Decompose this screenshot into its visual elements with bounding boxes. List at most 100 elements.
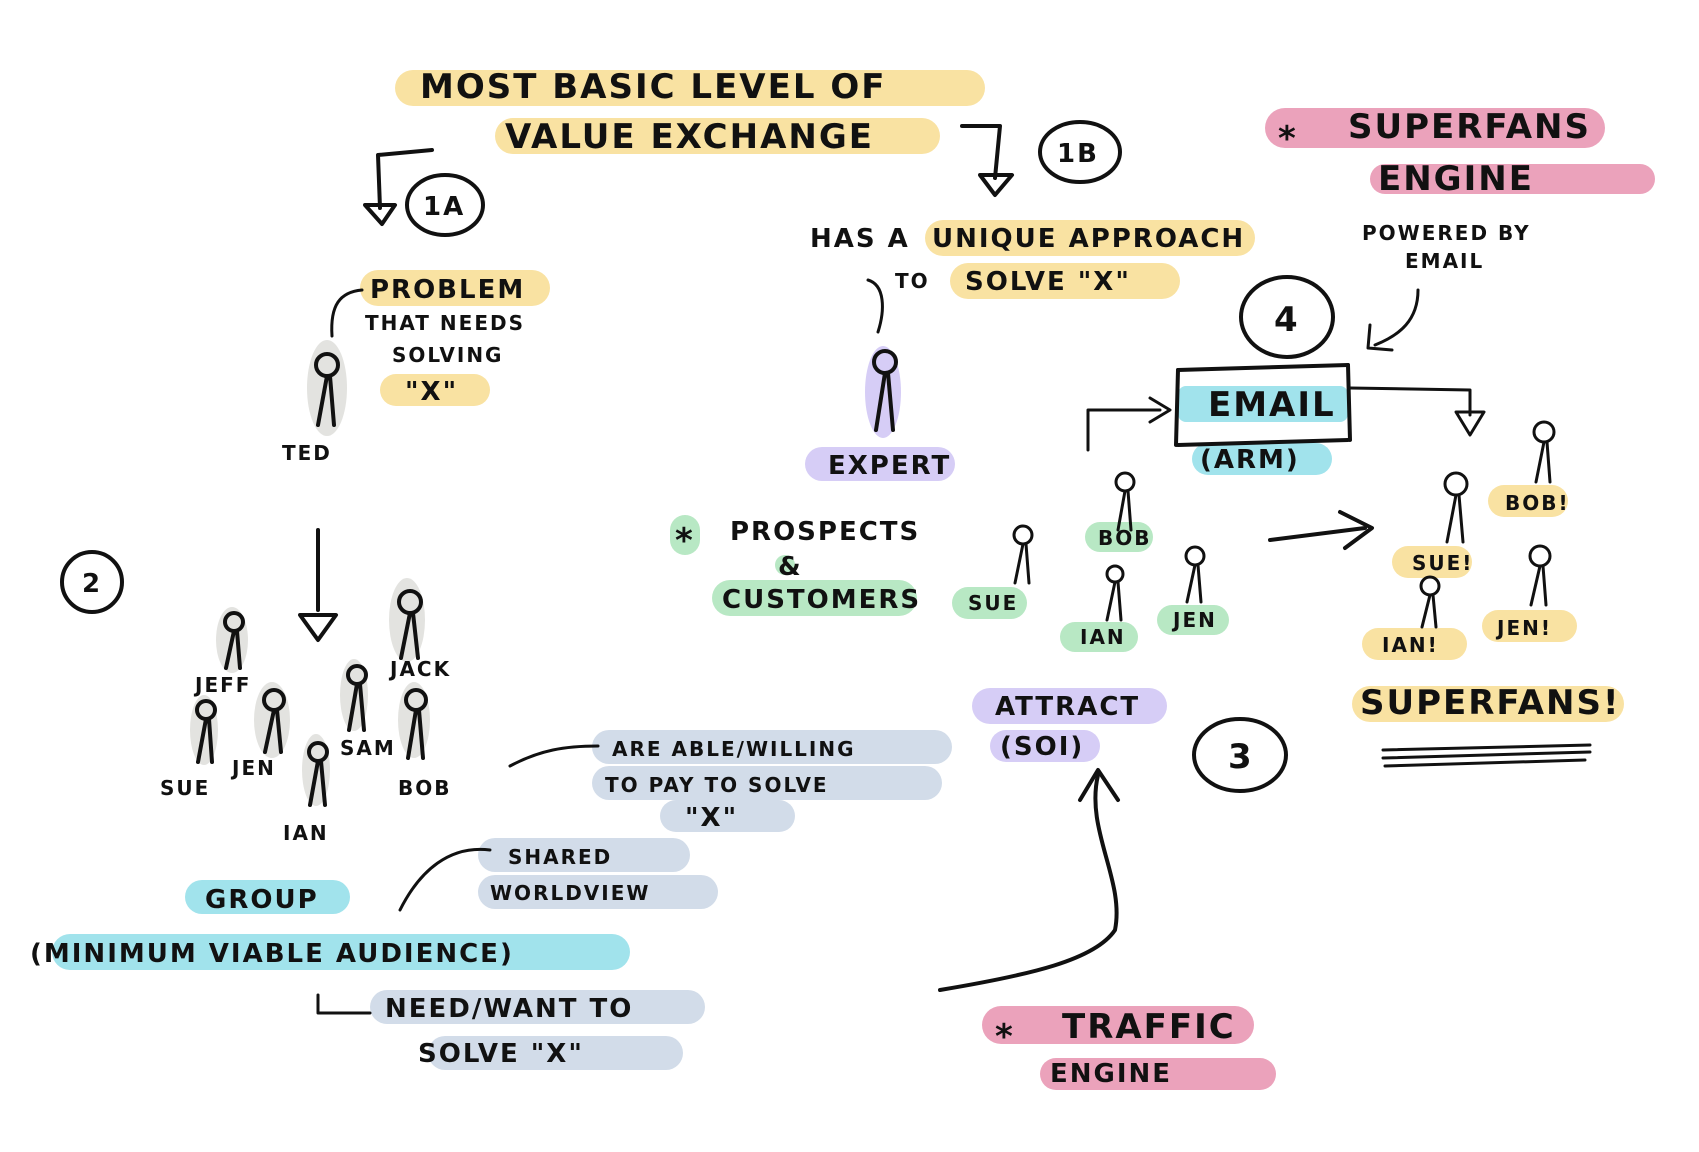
email-label: EMAIL: [1208, 385, 1336, 425]
powered-email-label: EMAIL: [1405, 249, 1484, 273]
arrow-to-superfans-icon: [1268, 526, 1367, 542]
powered-arrow-head-icon: [1366, 323, 1394, 352]
traffic-star-icon: *: [995, 1017, 1015, 1057]
step-4-label: 4: [1274, 300, 1300, 340]
step-3-badge: 3: [1192, 717, 1288, 793]
problem-line-2: THAT NEEDS: [365, 311, 525, 335]
jack-figure-icon: [397, 589, 423, 660]
able-highlight-3: [660, 800, 795, 832]
powered-by-label: POWERED BY: [1362, 221, 1531, 245]
ted-figure-icon: [314, 352, 340, 427]
arm-highlight: [1192, 443, 1332, 475]
bobfan-highlight: [1488, 485, 1568, 517]
superfans-underline: [1381, 743, 1592, 768]
arrow-to-group-head-icon: [298, 613, 338, 642]
superfans-label: SUPERFANS!: [1360, 683, 1621, 723]
prospects-star-icon: *: [675, 521, 695, 561]
ted-callout-line: [330, 288, 364, 338]
traffic-highlight-2: [1040, 1058, 1276, 1090]
superfans-engine-label-1: SUPERFANS: [1348, 107, 1591, 147]
expert-callout-line: [866, 278, 884, 334]
expert-figure-icon: [872, 349, 898, 432]
ted-label: TED: [282, 441, 332, 465]
prospect-jen-label: JEN: [1171, 608, 1217, 632]
sue-tag-highlight: [952, 587, 1027, 619]
step-1b-badge: 1B: [1038, 120, 1122, 184]
problem-x: "X": [405, 377, 458, 407]
need-highlight-2: [428, 1036, 683, 1070]
prospects-highlight-1: [670, 515, 700, 555]
jeff-label: JEFF: [193, 673, 251, 697]
arrow-to-superfans-head-icon: [1338, 510, 1374, 550]
problem-line-3: SOLVING: [392, 343, 503, 367]
title-highlight-1: [395, 70, 985, 106]
prospect-ian-label: IAN: [1080, 625, 1126, 649]
soi-highlight: [990, 730, 1100, 762]
step-2-label: 2: [82, 569, 102, 599]
step-1b-label: 1B: [1057, 139, 1099, 169]
title-line-1: MOST BASIC LEVEL OF: [420, 67, 886, 107]
prospects-highlight-3: [712, 580, 917, 616]
title-highlight-2: [495, 118, 940, 154]
prospect-sue-figure-icon: [1012, 524, 1034, 585]
fan-ian-label: IAN!: [1382, 633, 1439, 657]
superfans-engine-highlight-2: [1370, 164, 1655, 194]
shared-label-1: SHARED: [508, 845, 612, 869]
fan-sue-label: SUE!: [1412, 551, 1473, 575]
soi-label: (SOI): [1000, 732, 1084, 762]
prospect-ian-figure-icon: [1105, 564, 1125, 622]
step-1a-label: 1A: [423, 192, 465, 222]
ianfan-highlight: [1362, 628, 1467, 660]
step-4-badge: 4: [1239, 275, 1335, 359]
traffic-label-2: ENGINE: [1050, 1059, 1172, 1089]
fan-jen-figure-icon: [1528, 544, 1552, 607]
traffic-to-attract-arrow-icon: [938, 773, 1119, 992]
shared-highlight-1: [478, 838, 690, 872]
sam-label: SAM: [340, 736, 396, 760]
jeff-figure-icon: [223, 611, 245, 670]
step-2-badge: 2: [60, 550, 124, 614]
superfans-engine-label-2: ENGINE: [1378, 159, 1534, 199]
prospect-bob-figure-icon: [1114, 471, 1136, 532]
able-label-2: TO PAY TO SOLVE: [605, 773, 829, 797]
problem-highlight: [360, 270, 550, 306]
email-highlight: [1178, 386, 1348, 422]
group-highlight: [185, 880, 350, 914]
arrow-into-email-head-icon: [1148, 396, 1172, 424]
title-line-2: VALUE EXCHANGE: [505, 117, 874, 157]
traffic-arrow-head-icon: [1078, 768, 1120, 802]
to-label: TO: [895, 269, 930, 293]
jack-label: JACK: [388, 657, 451, 681]
shared-highlight-2: [478, 875, 718, 909]
fan-bob-label: BOB!: [1505, 491, 1570, 515]
step-3-label: 3: [1228, 737, 1254, 777]
prospect-jen-figure-icon: [1184, 545, 1206, 604]
x-highlight-1a: [380, 374, 490, 406]
able-highlight-2: [592, 766, 942, 800]
jen-figure-icon: [262, 688, 286, 754]
solve-x-label: SOLVE "X": [965, 267, 1131, 297]
arrow-out-of-email-icon: [1348, 386, 1472, 417]
powered-arrow-icon: [1373, 288, 1420, 347]
has-a-label: HAS A: [810, 224, 910, 254]
arrow-to-1b-icon: [960, 124, 1002, 180]
unique-highlight: [925, 220, 1255, 256]
prospects-highlight-2: [775, 555, 795, 575]
sue-figure-icon: [195, 699, 217, 764]
arrow-into-email-icon: [1086, 408, 1162, 452]
need-highlight-1: [370, 990, 705, 1024]
attract-highlight: [972, 688, 1167, 724]
ian-figure-icon: [307, 741, 329, 807]
expert-label: EXPERT: [828, 451, 951, 481]
fan-ian-figure-icon: [1419, 575, 1441, 629]
able-callout-line: [508, 744, 600, 768]
traffic-label-1: TRAFFIC: [1062, 1007, 1236, 1047]
bob-label: BOB: [398, 776, 452, 800]
step-1a-badge: 1A: [405, 173, 485, 237]
arrow-to-1a-icon: [376, 148, 434, 210]
arrow-to-1b-head-icon: [978, 173, 1014, 197]
superfans-highlight: [1352, 686, 1624, 722]
able-highlight-1: [592, 730, 952, 764]
solve-highlight: [950, 263, 1180, 299]
